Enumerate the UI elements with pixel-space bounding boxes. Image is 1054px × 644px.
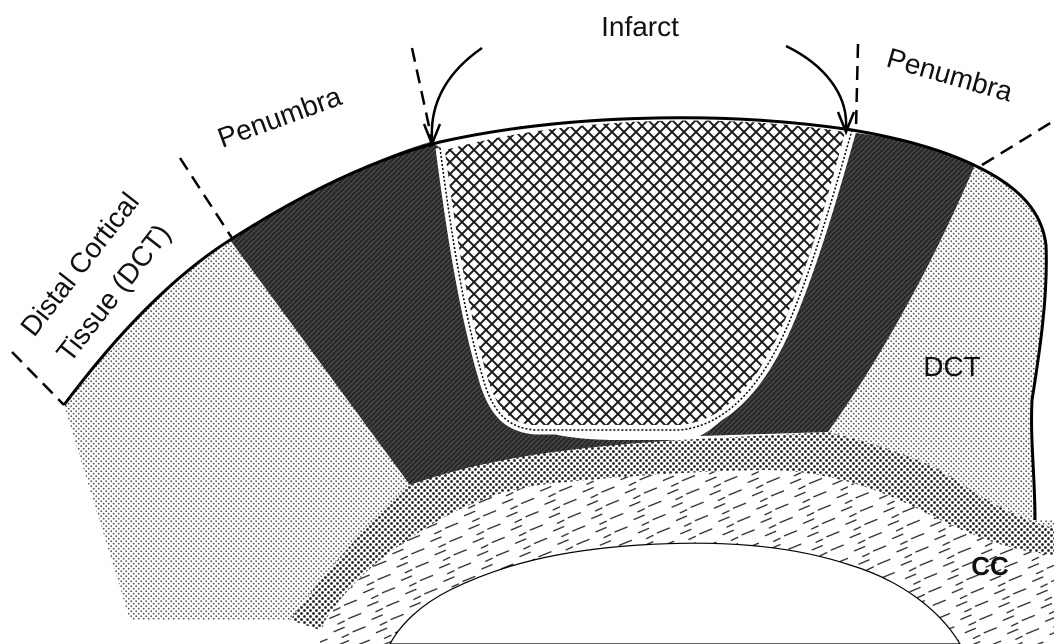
boundary-dash-right-infarct bbox=[856, 44, 858, 128]
arrow-right-curve bbox=[786, 46, 846, 128]
boundary-dash-left-infarct bbox=[412, 48, 432, 140]
label-penumbra-right: Penumbra bbox=[883, 42, 1016, 108]
label-infarct: Infarct bbox=[601, 11, 679, 42]
label-penumbra-left: Penumbra bbox=[213, 80, 345, 153]
boundary-dash-right-penumbra bbox=[982, 122, 1052, 165]
boundary-dash-left-dct bbox=[12, 352, 64, 405]
label-cc: CC bbox=[971, 551, 1009, 581]
label-dct-right: DCT bbox=[923, 351, 981, 382]
boundary-dash-left-penumbra bbox=[180, 158, 232, 238]
